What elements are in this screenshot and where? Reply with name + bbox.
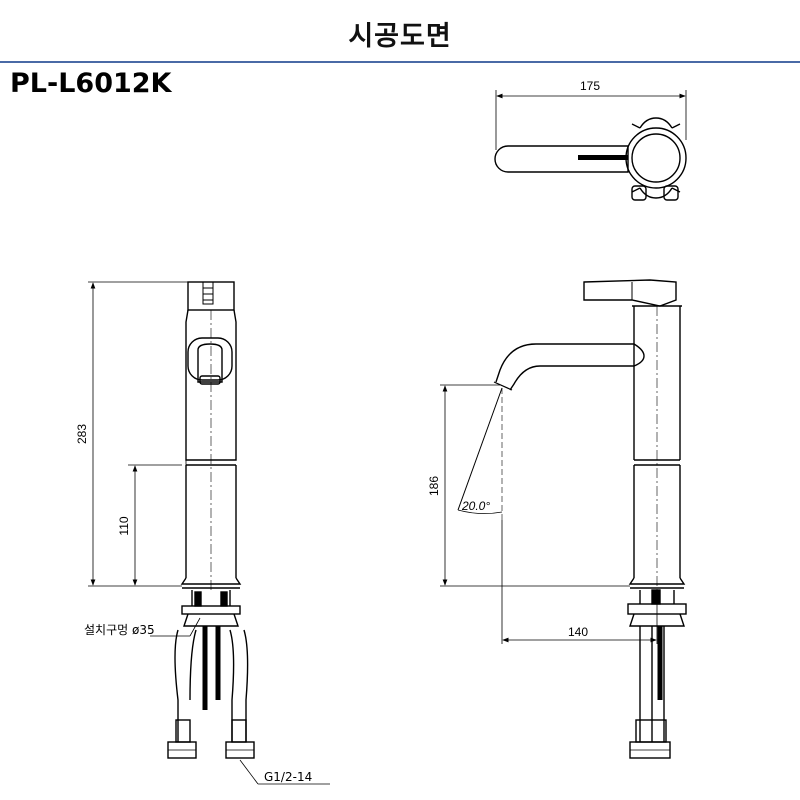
front-lower-height-label: 110 [117,516,131,535]
mount-hole-label: 설치구멍 ø35 [84,623,155,637]
spray-angle-label: 20.0° [461,499,490,513]
thread-label: G1/2-14 [264,770,312,784]
model-code: PL-L6012K [10,68,172,99]
front-view [88,281,330,785]
top-width-label: 175 [580,79,600,93]
side-spout-height-label: 186 [427,476,441,496]
side-reach-label: 140 [568,625,588,639]
side-view [440,279,687,759]
header-divider [0,61,800,63]
top-view [494,90,687,201]
page-title: 시공도면 [348,21,452,52]
front-height-label: 283 [75,424,89,444]
